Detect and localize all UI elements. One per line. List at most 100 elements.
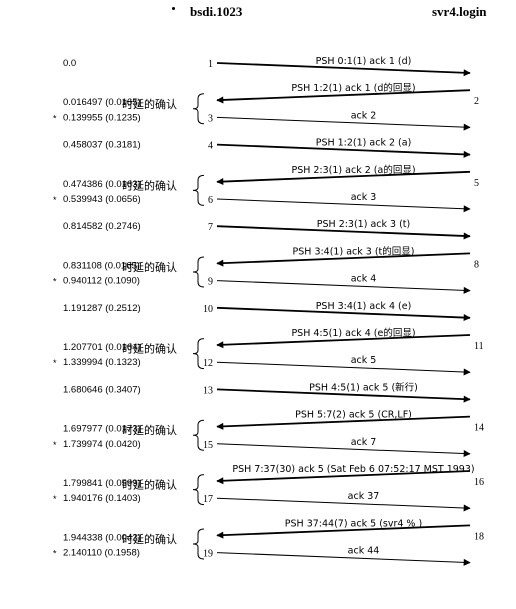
timestamp: 0.474386 (0.0163) (63, 179, 141, 190)
segment-arrow (216, 89, 471, 104)
segment-number: 9 (208, 277, 213, 288)
segment-label: PSH 2:3(1) ack 3 (t) (317, 219, 410, 230)
brace (192, 174, 205, 206)
segment-number: 2 (474, 96, 479, 107)
delayed-ack-label: 时延的确认 (122, 478, 177, 492)
segment-arrow (216, 497, 471, 512)
segment-number: 10 (203, 304, 213, 315)
segment-arrow (216, 334, 471, 349)
segment-label: PSH 1:2(1) ack 1 (d的回显) (291, 82, 415, 94)
timestamp: 1.944338 (0.0042) (63, 532, 141, 543)
star-marker: * (53, 113, 57, 123)
star-marker: * (53, 277, 57, 287)
delayed-ack-label: 时延的确认 (122, 342, 177, 356)
star-marker: * (53, 195, 57, 205)
segment-label: ack 44 (348, 546, 380, 557)
star-marker: * (53, 440, 57, 450)
segment-label: ack 7 (351, 437, 377, 448)
timestamp: 1.799841 (0.0599) (63, 478, 141, 489)
segment-label: PSH 1:2(1) ack 2 (a) (316, 138, 412, 149)
delayed-ack-label: 时延的确认 (122, 178, 177, 192)
timestamp: 1.339994 (0.1323) (63, 357, 141, 368)
segment-arrow (216, 443, 471, 458)
segment-arrow (216, 170, 471, 186)
timestamp: 0.940112 (0.1090) (63, 276, 140, 287)
timestamp: 1.680646 (0.3407) (63, 384, 141, 395)
timestamp: 0.0 (63, 58, 76, 69)
segment-arrow (216, 306, 471, 322)
segment-number: 5 (474, 178, 479, 189)
header-dot (172, 7, 175, 10)
segment-arrow (216, 415, 471, 430)
segment-arrow (216, 225, 471, 240)
segment-label: ack 3 (351, 192, 377, 203)
segment-number: 18 (474, 531, 484, 542)
brace (192, 338, 205, 370)
delayed-ack-label: 时延的确认 (122, 260, 177, 274)
segment-number: 16 (474, 477, 484, 488)
segment-arrow (216, 361, 471, 376)
segment-arrow (216, 62, 471, 77)
brace (192, 419, 205, 451)
segment-number: 8 (474, 259, 479, 270)
delayed-ack-label: 时延的确认 (122, 97, 177, 111)
segment-number: 17 (203, 494, 213, 505)
segment-arrow (216, 198, 471, 213)
delayed-ack-label: 时延的确认 (122, 532, 177, 546)
left-host-title: bsdi.1023 (190, 4, 243, 19)
segment-label: PSH 7:37(30) ack 5 (Sat Feb 6 07:52:17 M… (232, 464, 474, 475)
star-marker: * (53, 549, 57, 559)
segment-label: PSH 3:4(1) ack 3 (t的回显) (293, 245, 415, 257)
segment-label: ack 5 (351, 355, 377, 366)
segment-number: 1 (208, 59, 213, 70)
segment-label: ack 4 (351, 274, 377, 285)
segment-arrow (216, 470, 471, 485)
segment-number: 14 (474, 423, 484, 434)
timestamp: 1.697977 (0.0173) (63, 424, 141, 435)
segment-arrow (216, 388, 471, 403)
timestamp: 1.191287 (0.2512) (63, 303, 141, 314)
timestamp: 0.831108 (0.0165) (63, 260, 140, 271)
segment-number: 19 (203, 549, 213, 560)
segment-number: 7 (208, 222, 213, 233)
segment-number: 3 (208, 113, 213, 124)
segment-label: PSH 4:5(1) ack 4 (e的回显) (291, 327, 415, 339)
timestamp: 1.739974 (0.0420) (63, 439, 141, 450)
timestamp: 0.458037 (0.3181) (63, 140, 141, 151)
segment-number: 12 (203, 358, 213, 369)
brace (192, 474, 205, 506)
segment-number: 4 (208, 141, 213, 152)
timestamp: 0.139955 (0.1235) (63, 112, 141, 123)
segment-label: ack 2 (351, 110, 377, 121)
delayed-ack-label: 时延的确认 (122, 423, 177, 437)
segment-arrow (216, 552, 471, 566)
brace (192, 93, 205, 125)
segment-label: ack 37 (348, 491, 380, 502)
segment-arrow (216, 252, 471, 267)
segment-number: 15 (203, 440, 213, 451)
segment-label: PSH 4:5(1) ack 5 (新行) (309, 381, 418, 393)
segment-number: 11 (474, 341, 484, 352)
segment-label: PSH 37:44(7) ack 5 (svr4 % ) (285, 518, 422, 529)
brace (192, 528, 205, 560)
timestamp: 0.539943 (0.0656) (63, 194, 141, 205)
segment-arrow (216, 280, 471, 294)
segment-arrow (216, 524, 471, 539)
segment-label: PSH 2:3(1) ack 2 (a的回显) (291, 164, 415, 176)
timestamp: 0.016497 (0.0165) (63, 97, 141, 108)
segment-label: PSH 0:1(1) ack 1 (d) (316, 56, 412, 67)
brace (192, 256, 205, 288)
segment-arrow (216, 116, 471, 131)
star-marker: * (53, 358, 57, 368)
right-host-title: svr4.login (432, 4, 487, 19)
timestamp: 1.940176 (0.1403) (63, 493, 141, 504)
timestamp: 0.814582 (0.2746) (63, 221, 141, 232)
segment-label: PSH 3:4(1) ack 4 (e) (316, 301, 412, 312)
timestamp: 2.140110 (0.1958) (63, 548, 140, 559)
segment-number: 6 (208, 195, 213, 206)
timestamp: 1.207701 (0.0164) (63, 342, 141, 353)
segment-arrow (216, 143, 471, 158)
segment-label: PSH 5:7(2) ack 5 (CR,LF) (295, 410, 412, 421)
segment-number: 13 (203, 385, 213, 396)
